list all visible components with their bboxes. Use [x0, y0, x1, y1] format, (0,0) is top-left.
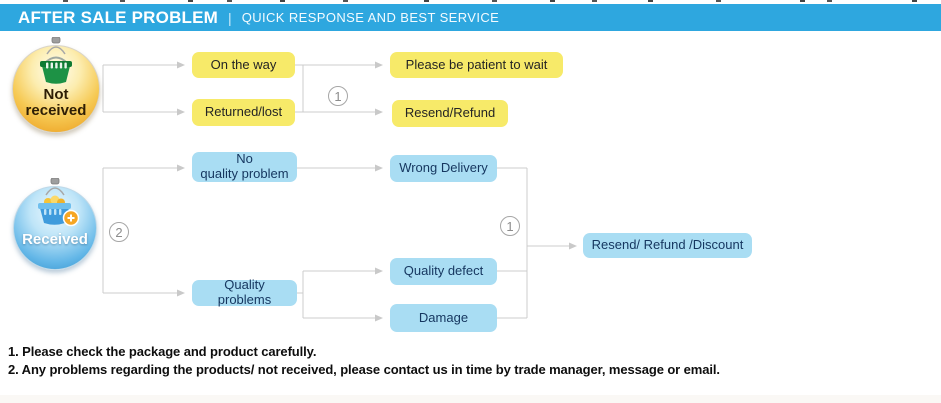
- circled-number-received: 2: [109, 222, 129, 242]
- green-shopping-basket-icon: [40, 56, 72, 84]
- node-damage: Damage: [390, 304, 497, 332]
- header-title: AFTER SALE PROBLEM: [18, 7, 219, 27]
- badge-received-label: Received: [22, 231, 88, 248]
- blue-shopping-basket-plus-icon: [38, 195, 80, 227]
- header-separator: |: [228, 9, 232, 26]
- node-on-the-way: On the way: [192, 52, 295, 78]
- badge-not-received: Not received: [12, 37, 100, 133]
- cropped-top-text-remnant: [63, 0, 68, 2]
- header-subtitle: QUICK RESPONSE AND BEST SERVICE: [241, 10, 500, 25]
- hanger-clasp-icon: [46, 37, 66, 55]
- node-quality-problems: Quality problems: [192, 278, 297, 307]
- header-bar: AFTER SALE PROBLEM | QUICK RESPONSE AND …: [0, 4, 941, 31]
- node-returned-lost: Returned/lost: [192, 99, 295, 126]
- node-quality-defect: Quality defect: [390, 258, 497, 285]
- circled-number-not-received: 1: [328, 86, 348, 106]
- hanger-clasp-icon: [45, 178, 65, 196]
- bottom-strip: [0, 395, 941, 403]
- badge-received: Received: [13, 178, 97, 270]
- node-resend-refund-discount: Resend/ Refund /Discount: [583, 233, 752, 258]
- node-wrong-delivery: Wrong Delivery: [390, 155, 497, 182]
- circled-number-result: 1: [500, 216, 520, 236]
- node-please-be-patient: Please be patient to wait: [390, 52, 563, 78]
- node-resend-refund: Resend/Refund: [392, 100, 508, 127]
- footer-note-2: 2. Any problems regarding the products/ …: [8, 361, 720, 377]
- node-no-quality-problem: No quality problem: [192, 152, 297, 182]
- footer-note-1: 1. Please check the package and product …: [8, 344, 317, 359]
- badge-not-received-label: Not received: [25, 86, 87, 119]
- footer-notes: 1. Please check the package and product …: [8, 343, 720, 378]
